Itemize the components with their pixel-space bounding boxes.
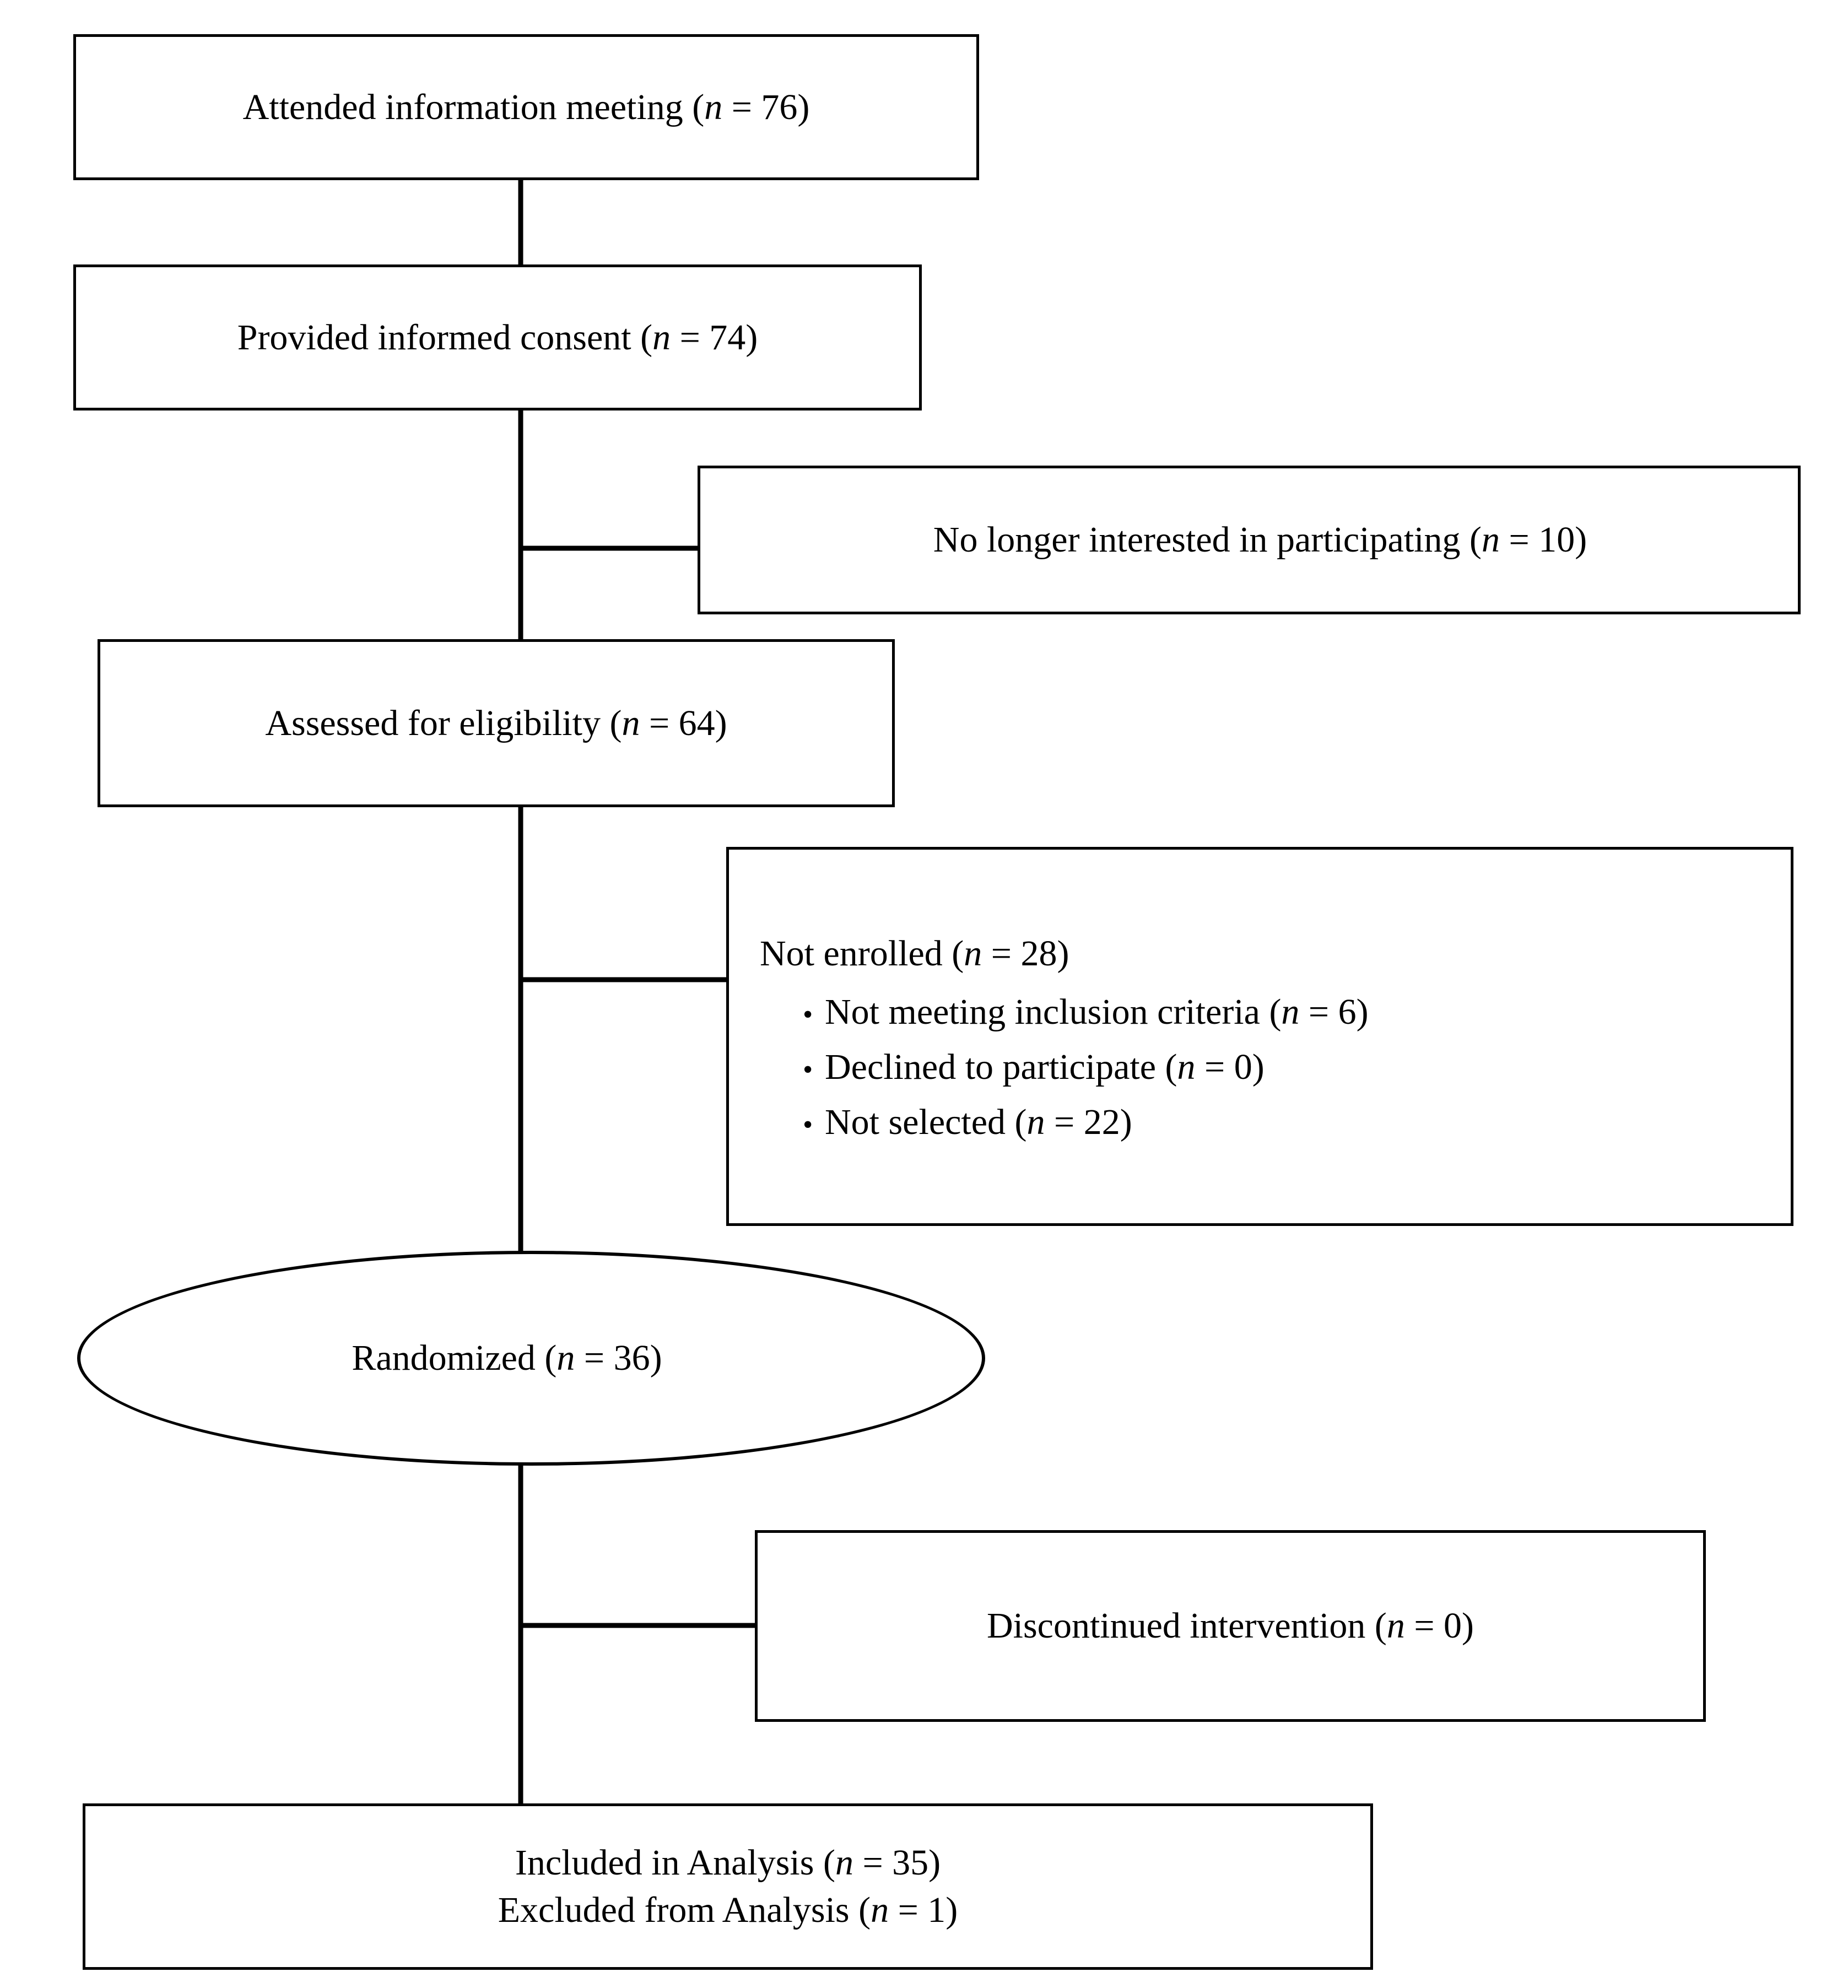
n-symbol: n (652, 317, 671, 358)
n-symbol: n (1386, 1606, 1405, 1646)
list-item: • Not selected (n = 22) (760, 1102, 1791, 1143)
list-item: • Declined to participate (n = 0) (760, 1047, 1791, 1088)
not-enrolled-reason-list: • Not meeting inclusion criteria (n = 6)… (760, 992, 1791, 1143)
node-assessed-for-eligibility: Assessed for eligibility (n = 64) (98, 639, 895, 807)
n-symbol: n (1482, 520, 1500, 560)
node-assessed-label: Assessed for eligibility (n = 64) (265, 703, 727, 743)
node-discontinued-label: Discontinued intervention (n = 0) (986, 1606, 1474, 1646)
bullet-icon: • (803, 999, 813, 1031)
node-no-longer-interested-label: No longer interested in participating (n… (933, 520, 1587, 560)
n-symbol: n (556, 1338, 575, 1378)
n-symbol: n (1177, 1046, 1196, 1087)
node-discontinued-intervention: Discontinued intervention (n = 0) (755, 1530, 1706, 1722)
bullet-icon: • (803, 1054, 813, 1085)
n-symbol: n (835, 1843, 853, 1883)
bullet-icon: • (803, 1109, 813, 1141)
n-symbol: n (1026, 1101, 1045, 1142)
list-item-label: Not selected (n = 22) (825, 1101, 1132, 1142)
node-attended-label: Attended information meeting (n = 76) (242, 87, 810, 127)
node-consent-label: Provided informed consent (n = 74) (237, 317, 758, 358)
list-item-label: Not meeting inclusion criteria (n = 6) (825, 992, 1369, 1033)
node-attended-information-meeting: Attended information meeting (n = 76) (73, 34, 979, 180)
node-analysis-included-label: Included in Analysis (n = 35) (515, 1843, 941, 1883)
n-symbol: n (622, 703, 640, 743)
node-randomized: Randomized (n = 36) (77, 1251, 985, 1466)
node-provided-informed-consent: Provided informed consent (n = 74) (73, 264, 922, 410)
n-symbol: n (871, 1890, 889, 1930)
node-randomized-label: Randomized (n = 36) (352, 1338, 662, 1378)
node-not-enrolled: Not enrolled (n = 28) • Not meeting incl… (726, 847, 1793, 1226)
list-item: • Not meeting inclusion criteria (n = 6) (760, 992, 1791, 1033)
node-analysis-excluded-label: Excluded from Analysis (n = 1) (498, 1890, 958, 1930)
n-symbol: n (964, 933, 982, 974)
node-no-longer-interested: No longer interested in participating (n… (698, 466, 1801, 614)
n-symbol: n (704, 87, 723, 127)
node-not-enrolled-heading: Not enrolled (n = 28) (760, 933, 1069, 974)
n-symbol: n (1281, 992, 1300, 1033)
list-item-label: Declined to participate (n = 0) (825, 1046, 1265, 1087)
node-analysis: Included in Analysis (n = 35) Excluded f… (83, 1803, 1373, 1970)
